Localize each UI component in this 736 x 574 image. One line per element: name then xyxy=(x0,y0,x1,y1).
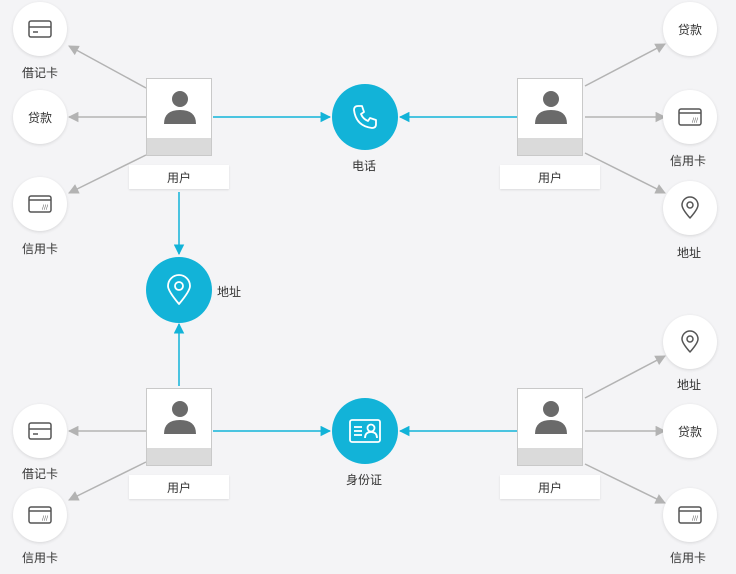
user-label-top-left: 用户 xyxy=(129,165,229,189)
link-bl-credit xyxy=(68,461,147,501)
svg-text:///: /// xyxy=(692,515,699,522)
leaf-bl-credit[interactable]: /// xyxy=(13,488,67,542)
leaf-br-address-label: 地址 xyxy=(677,378,702,392)
leaf-tr-loan-text: 贷款 xyxy=(677,22,702,37)
leaf-br-loan-text: 贷款 xyxy=(677,424,702,439)
credit-card-icon: /// xyxy=(28,506,52,524)
link-tl-debit xyxy=(68,45,147,89)
leaf-br-address[interactable] xyxy=(663,315,717,369)
id-card-icon xyxy=(349,419,381,443)
user-card-stripe xyxy=(518,448,582,465)
svg-text:///: /// xyxy=(42,204,49,211)
credit-card-icon: /// xyxy=(678,506,702,524)
hub-id-card-label: 身份证 xyxy=(346,473,383,487)
link-br-credit xyxy=(584,463,666,504)
phone-icon xyxy=(353,105,377,129)
user-avatar-icon xyxy=(164,91,196,124)
user-card-top-right[interactable] xyxy=(517,78,583,156)
leaf-bl-debit[interactable] xyxy=(13,404,67,458)
leaf-tr-loan[interactable]: 贷款 xyxy=(663,2,717,56)
leaf-tr-credit-label: 信用卡 xyxy=(670,154,707,168)
user-card-bottom-left[interactable] xyxy=(146,388,212,466)
leaf-br-credit[interactable]: /// xyxy=(663,488,717,542)
leaf-bl-credit-label: 信用卡 xyxy=(22,551,59,565)
leaf-tr-address-label: 地址 xyxy=(677,246,702,260)
link-tr-loan xyxy=(584,43,666,87)
user-label-bottom-left: 用户 xyxy=(129,475,229,499)
hub-phone[interactable] xyxy=(332,84,398,150)
link-tl-credit xyxy=(68,154,147,194)
leaf-tl-loan[interactable]: 贷款 xyxy=(13,90,67,144)
leaf-tl-loan-text: 贷款 xyxy=(27,110,52,125)
credit-card-icon: /// xyxy=(678,108,702,126)
user-avatar-icon xyxy=(535,401,567,434)
leaf-tl-credit[interactable]: /// xyxy=(13,177,67,231)
leaf-tr-credit[interactable]: /// xyxy=(663,90,717,144)
user-avatar-icon xyxy=(164,401,196,434)
svg-text:///: /// xyxy=(42,515,49,522)
location-pin-icon xyxy=(167,274,191,305)
leaf-tl-credit-label: 信用卡 xyxy=(22,242,59,256)
user-avatar-icon xyxy=(535,91,567,124)
debit-card-icon xyxy=(28,20,52,38)
user-card-top-left[interactable] xyxy=(146,78,212,156)
location-pin-icon xyxy=(681,330,699,353)
user-label-top-right: 用户 xyxy=(500,165,600,189)
leaf-tr-address[interactable] xyxy=(663,181,717,235)
hub-address-label: 地址 xyxy=(217,285,242,299)
leaf-bl-debit-label: 借记卡 xyxy=(22,467,59,481)
leaf-tl-debit-label: 借记卡 xyxy=(22,66,59,80)
user-card-stripe xyxy=(147,138,211,155)
user-card-bottom-right[interactable] xyxy=(517,388,583,466)
user-card-stripe xyxy=(147,448,211,465)
leaf-tl-debit[interactable] xyxy=(13,2,67,56)
hub-address[interactable] xyxy=(146,257,212,323)
hub-id-card[interactable] xyxy=(332,398,398,464)
hub-phone-label: 电话 xyxy=(352,159,377,173)
debit-card-icon xyxy=(28,422,52,440)
leaf-br-loan[interactable]: 贷款 xyxy=(663,404,717,458)
user-card-stripe xyxy=(518,138,582,155)
credit-card-icon: /// xyxy=(28,195,52,213)
location-pin-icon xyxy=(681,196,699,219)
leaf-br-credit-label: 信用卡 xyxy=(670,551,707,565)
user-label-bottom-right: 用户 xyxy=(500,475,600,499)
link-tr-address xyxy=(584,152,666,194)
svg-text:///: /// xyxy=(692,117,699,124)
link-br-address xyxy=(584,355,666,399)
